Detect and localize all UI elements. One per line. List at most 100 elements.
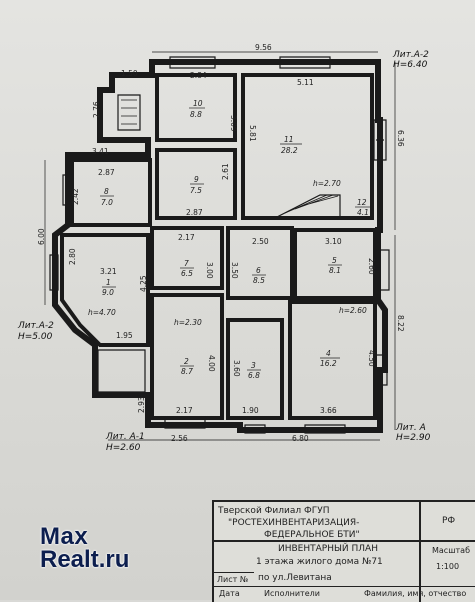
liter-height: H=2.60 [106, 443, 141, 453]
dim-label: 2.17 [176, 406, 193, 415]
svg-text:7: 7 [184, 259, 189, 268]
dim-label: 2.76 [92, 101, 101, 118]
svg-text:8.8: 8.8 [190, 110, 202, 119]
watermark-logo: Max Realt.ru [40, 523, 130, 573]
dim-label: 2.87 [98, 168, 115, 177]
liter-height: H=5.00 [18, 332, 53, 342]
svg-text:16.2: 16.2 [320, 359, 337, 368]
dim-label: 1.90 [242, 406, 259, 415]
divider [419, 502, 421, 602]
floor-plan: 9.56 1.50 2.84 5.11 2.76 3.09 5.81 6.36 … [17, 43, 431, 453]
room-7: 7 6.5 [180, 259, 194, 278]
dim-label: 2.80 [68, 248, 77, 265]
svg-text:4.1: 4.1 [357, 208, 369, 217]
room-2: 2 8.7 [180, 357, 194, 376]
dim-label: 3.21 [100, 267, 117, 276]
room-11: 11 28.2 [280, 135, 302, 155]
dim-label: 3.66 [320, 406, 337, 415]
svg-text:28.2: 28.2 [281, 146, 298, 155]
address: по ул.Левитана [258, 573, 332, 583]
sheet-label: Лист № [217, 575, 249, 584]
liter-height: H=6.40 [393, 60, 428, 70]
dim-label: 5.81 [248, 125, 257, 142]
room-6: 6 8.5 [252, 266, 266, 285]
divider [214, 572, 254, 573]
ceiling-height: h=2.70 [313, 179, 341, 188]
room-8: 8 7.0 [100, 187, 114, 207]
title-block: Тверской Филиал ФГУП "РОСТЕХИНВЕНТАРИЗАЦ… [212, 500, 475, 602]
org-line-1: Тверской Филиал ФГУП [218, 506, 330, 516]
dim-label: 3.10 [325, 237, 342, 246]
dim-label: 5.11 [297, 78, 314, 87]
dim-label: 2.61 [221, 163, 230, 180]
room-3: 3 6.8 [247, 361, 261, 380]
executors-label: Исполнители [264, 589, 320, 598]
svg-text:6: 6 [256, 266, 261, 275]
dim-label: 2.60 [367, 258, 376, 275]
dim-label: 2.93 [137, 396, 146, 413]
svg-text:8.5: 8.5 [253, 276, 265, 285]
svg-text:8.1: 8.1 [329, 266, 341, 275]
dim-label: 2.50 [252, 237, 269, 246]
room-9: 9 7.5 [190, 175, 204, 195]
dim-label: 3.00 [205, 262, 214, 279]
liter-label: Лит.А-2 [392, 50, 429, 60]
liter-label: Лит. А-1 [105, 432, 145, 442]
dim-label: 4.00 [207, 355, 216, 372]
ceiling-height: h=2.30 [174, 318, 202, 327]
watermark-line-1: Max [40, 523, 89, 550]
dim-label: 2.87 [186, 208, 203, 217]
dim-total-width: 9.56 [255, 43, 272, 52]
ceiling-height: h=2.60 [339, 306, 367, 315]
svg-text:10: 10 [193, 99, 203, 108]
dim-label: 4.50 [367, 350, 376, 367]
dim-label: 3.60 [232, 360, 241, 377]
dim-label: 3.41 [92, 147, 109, 156]
dim-label: 2.17 [178, 233, 195, 242]
liter-height: H=2.90 [396, 433, 431, 443]
dim-label: 1.95 [116, 331, 133, 340]
room-10: 10 8.8 [189, 99, 205, 119]
room-12: 12 4.1 [355, 198, 370, 217]
dim-label: 2.56 [171, 434, 188, 443]
svg-text:8: 8 [104, 187, 109, 196]
dim-label: 6.00 [37, 228, 46, 245]
svg-text:1: 1 [106, 278, 111, 287]
dim-label: 6.36 [396, 130, 405, 147]
divider [214, 540, 475, 542]
room-1: 1 9.0 [102, 278, 116, 297]
svg-text:7.5: 7.5 [190, 186, 202, 195]
svg-text:6.8: 6.8 [248, 371, 260, 380]
doc-title: ИНВЕНТАРНЫЙ ПЛАН [278, 544, 378, 554]
dim-label: 4.25 [139, 275, 148, 292]
liter-label: Лит.А-2 [17, 321, 54, 331]
dim-label: 2.84 [190, 71, 207, 80]
svg-text:9.0: 9.0 [102, 288, 114, 297]
ceiling-height: h=4.70 [88, 308, 116, 317]
org-line-2: "РОСТЕХИНВЕНТАРИЗАЦИЯ- [228, 518, 360, 528]
svg-text:9: 9 [194, 175, 199, 184]
svg-text:8.7: 8.7 [181, 367, 193, 376]
svg-text:4: 4 [326, 349, 331, 358]
dim-label: 6.80 [292, 434, 309, 443]
svg-text:5: 5 [332, 256, 337, 265]
dim-label: 3.50 [230, 262, 239, 279]
svg-text:6.5: 6.5 [181, 269, 193, 278]
date-label: Дата [219, 589, 240, 598]
svg-text:7.0: 7.0 [101, 198, 113, 207]
room-5: 5 8.1 [328, 256, 342, 275]
doc-subtitle: 1 этажа жилого дома №71 [256, 557, 383, 567]
dim-label: 8.22 [396, 315, 405, 332]
svg-text:11: 11 [284, 135, 294, 144]
liter-label: Лит. А [395, 423, 426, 433]
watermark-line-2: Realt.ru [40, 546, 130, 573]
svg-text:2: 2 [184, 357, 189, 366]
svg-text:3: 3 [251, 361, 256, 370]
org-line-3: ФЕДЕРАЛЬНОЕ БТИ" [264, 530, 360, 540]
dim-label: 3.09 [229, 115, 238, 132]
room-4: 4 16.2 [320, 349, 340, 368]
fio-label: Фамилия, имя, отчество [364, 589, 467, 598]
scale-value: 1:100 [436, 562, 460, 571]
divider [214, 586, 475, 587]
country-code: РФ [442, 516, 456, 526]
